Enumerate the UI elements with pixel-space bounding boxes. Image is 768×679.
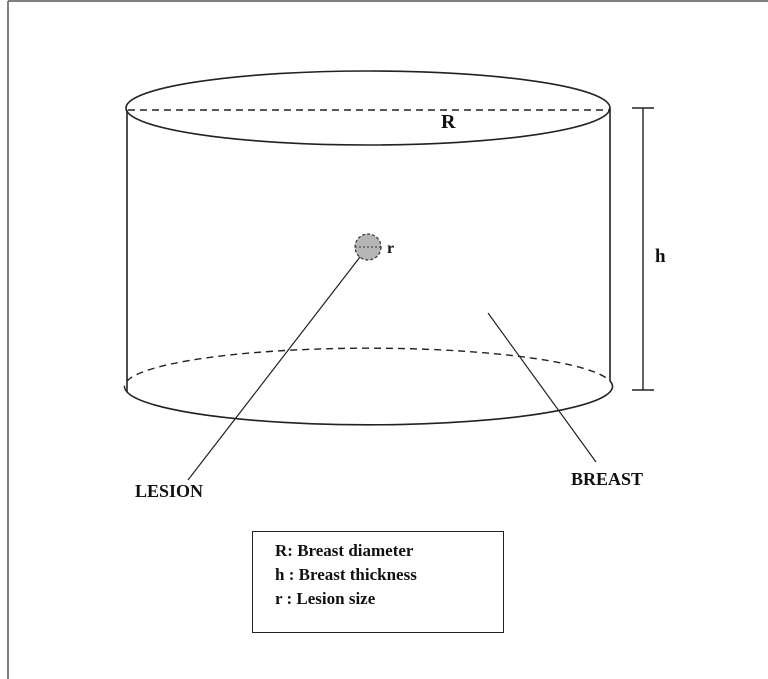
- legend-box: R: Breast diameter h : Breast thickness …: [252, 531, 504, 633]
- legend-item-thickness: h : Breast thickness: [275, 565, 417, 584]
- legend-item-diameter: R: Breast diameter: [275, 541, 414, 560]
- breast-label: BREAST: [571, 469, 643, 489]
- lesion-size-label: r: [387, 240, 394, 257]
- breast-pointer-line: [487, 312, 597, 463]
- lesion-label: LESION: [135, 481, 203, 501]
- cylinder-top-ellipse: [125, 70, 611, 146]
- lesion-pointer-line: [187, 256, 361, 481]
- legend-item-lesion-size: r : Lesion size: [275, 589, 376, 608]
- diameter-label: R: [441, 111, 456, 133]
- cylinder-bottom-back: [123, 347, 611, 393]
- thickness-label: h: [655, 246, 666, 267]
- cylinder-bottom-front: [126, 380, 614, 426]
